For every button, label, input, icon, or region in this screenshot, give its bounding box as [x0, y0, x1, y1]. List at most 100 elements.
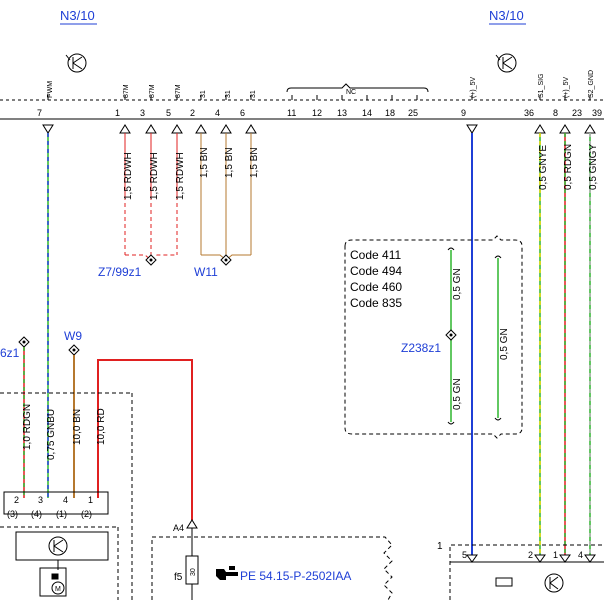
nc-bracket — [286, 83, 429, 93]
wire-label-rdwh-3: 1,5 RDWH — [175, 152, 186, 200]
right-module-box — [449, 544, 604, 600]
code-item: Code 411 — [350, 248, 401, 262]
module-pin: 4 — [578, 550, 583, 560]
pin-number: 23 — [572, 108, 582, 118]
module-pin: 3 — [38, 495, 43, 505]
pin-label-31-3: 31 — [250, 90, 257, 98]
module-pin: 1 — [553, 550, 558, 560]
right-module-pins: 5 2 1 4 — [462, 550, 583, 560]
wire-label-rdgn: 0,5 RDGN — [563, 144, 574, 190]
pin-number: 14 — [362, 108, 372, 118]
splice-icon-z238 — [445, 329, 457, 341]
wire-label-gnye: 0,5 GNYE — [538, 145, 549, 190]
module-pin: 4 — [63, 495, 68, 505]
wires-rdwh — [124, 133, 178, 261]
module-pin: 2 — [528, 550, 533, 560]
module-pin-alt: (3) — [7, 509, 18, 519]
splice-icon-w9 — [68, 344, 80, 356]
fuse-value: 30 — [190, 568, 197, 576]
left-module-internal — [15, 531, 109, 597]
module-pin: 1 — [88, 495, 93, 505]
connector-title-right: N3/10 — [489, 8, 524, 23]
splice-icon-6z1 — [18, 336, 30, 348]
wires-rdwh-solid — [124, 133, 178, 200]
splice-icon-w11 — [220, 254, 232, 266]
pin-number: 8 — [553, 108, 558, 118]
splice-label-z238: Z238z1 — [401, 341, 441, 355]
nc-label: NC — [346, 89, 356, 96]
pin-number: 36 — [524, 108, 534, 118]
splice-label-z7: Z7/99z1 — [98, 265, 142, 279]
pin-number: 6 — [240, 108, 245, 118]
wire-label-bn-2: 1,5 BN — [224, 147, 235, 178]
module-pin: 2 — [14, 495, 19, 505]
wire-label-gn-a: 0,5 GN — [452, 268, 463, 300]
a4-label: A4 — [173, 523, 184, 533]
pin-label-5v-1: (+)_5V — [470, 76, 477, 98]
pin-labels-top: PWM 87M 87M 87M 31 31 31 (+)_5V S1_SIG (… — [47, 70, 595, 98]
wire-label-gn-c: 0,5 GN — [499, 328, 510, 360]
f5-label: f5 — [174, 572, 183, 583]
pin-label-87m-3: 87M — [175, 84, 182, 98]
pin-number: 12 — [312, 108, 322, 118]
wire-label-rd-10: 10,0 RD — [96, 408, 107, 445]
pin-label-5v-2: (+)_5V — [563, 76, 570, 98]
pin-number: 5 — [166, 108, 171, 118]
wire-label-rdgn-10: 1,0 RDGN — [22, 404, 33, 450]
pin-numbers: 7 1 3 5 2 4 6 11 12 13 14 18 25 9 36 8 2… — [37, 108, 602, 118]
left-module-box — [0, 392, 133, 600]
pin-label-87m-1: 87M — [123, 84, 130, 98]
transistor-icon-right — [495, 53, 517, 73]
fuse-box — [151, 519, 393, 600]
reference-link[interactable]: PE 54.15-P-2502IAA — [240, 569, 351, 583]
wire-label-rdwh-1: 1,5 RDWH — [123, 152, 134, 200]
pin-label-31-1: 31 — [200, 90, 207, 98]
pin-number: 3 — [140, 108, 145, 118]
splice-icon-z7 — [145, 254, 157, 266]
pin-number: 2 — [190, 108, 195, 118]
wire-label-gngy: 0,5 GNGY — [588, 144, 599, 190]
splice-label-6z1: 6z1 — [0, 346, 20, 360]
pin-arrows — [42, 124, 596, 134]
wire-label-gn-b: 0,5 GN — [452, 378, 463, 410]
left-module-pins: 2 3 4 1 (3) (4) (1) (2) — [7, 495, 93, 519]
wire-label-bn-10: 10,0 BN — [72, 409, 83, 445]
module-pin-alt: (2) — [81, 509, 92, 519]
pin-number: 9 — [461, 108, 466, 118]
pin-number: 39 — [592, 108, 602, 118]
code-item: Code 460 — [350, 280, 402, 294]
pin-label-pwm: PWM — [47, 81, 54, 98]
module-pin-alt: (4) — [31, 509, 42, 519]
wire-gn-bends — [447, 247, 502, 425]
pin-label-s2gnd: S2_GND — [588, 70, 595, 98]
wire-label-gnbu: 0,75 GNBU — [46, 409, 57, 460]
splice-label-w9: W9 — [64, 329, 82, 343]
wire-rd-10 — [97, 359, 193, 520]
wire-label-bn-1: 1,5 BN — [199, 147, 210, 178]
connector-title-left: N3/10 — [60, 8, 95, 23]
pin-number: 4 — [215, 108, 220, 118]
splice-label-w11: W11 — [194, 265, 218, 279]
pin-number: 1 — [115, 108, 120, 118]
code-item: Code 494 — [350, 264, 402, 278]
module-pin: 5 — [462, 550, 467, 560]
right-box-num: 1 — [437, 541, 443, 552]
code-item: Code 835 — [350, 296, 402, 310]
pin-number: 11 — [287, 108, 296, 118]
pin-number: 18 — [385, 108, 395, 118]
pin-number: 13 — [337, 108, 347, 118]
pin-number: 25 — [408, 108, 418, 118]
pin-label-87m-2: 87M — [149, 84, 156, 98]
transistor-icon-left — [65, 53, 87, 73]
connector-ticks — [47, 95, 591, 100]
reference-hand-icon[interactable] — [216, 566, 238, 580]
pin-label-31-2: 31 — [225, 90, 232, 98]
module-pin-alt: (1) — [56, 509, 67, 519]
pin-label-s1sig: S1_SIG — [538, 73, 545, 98]
wire-label-bn-3: 1,5 BN — [249, 147, 260, 178]
code-list: Code 411 Code 494 Code 460 Code 835 — [350, 248, 402, 310]
code-box — [344, 235, 523, 439]
motor-icon-label: M — [55, 586, 61, 593]
